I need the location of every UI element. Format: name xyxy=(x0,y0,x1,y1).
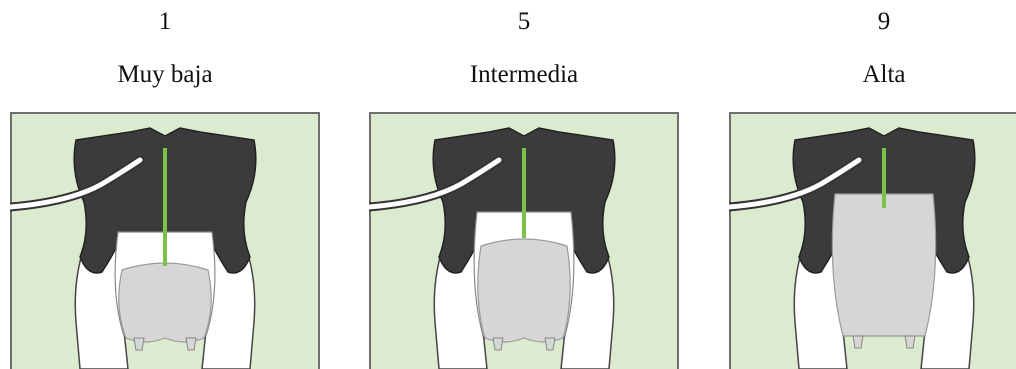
score-label: Muy baja xyxy=(10,61,320,89)
udder-illustration xyxy=(729,112,1016,369)
score-number: 9 xyxy=(729,8,1016,36)
udder-illustration xyxy=(10,112,320,369)
udder xyxy=(832,194,935,336)
score-number: 1 xyxy=(10,8,320,36)
teat xyxy=(905,336,915,348)
teat xyxy=(853,336,863,348)
teat xyxy=(134,338,144,350)
udder-lower xyxy=(119,263,211,342)
panel-score-1: 1 Muy baja xyxy=(10,0,320,369)
panel-score-5: 5 Intermedia xyxy=(369,0,679,369)
udder-lower xyxy=(478,239,570,342)
rear-view-cow-diagram xyxy=(369,112,679,369)
teat xyxy=(493,338,503,350)
teat xyxy=(186,338,196,350)
rear-view-cow-diagram xyxy=(729,112,1016,369)
teat xyxy=(545,338,555,350)
score-label: Intermedia xyxy=(369,61,679,89)
rear-view-cow-diagram xyxy=(10,112,320,369)
udder-illustration xyxy=(369,112,679,369)
score-number: 5 xyxy=(369,8,679,36)
panel-score-9: 9 Alta xyxy=(729,0,1016,369)
score-label: Alta xyxy=(729,61,1016,89)
